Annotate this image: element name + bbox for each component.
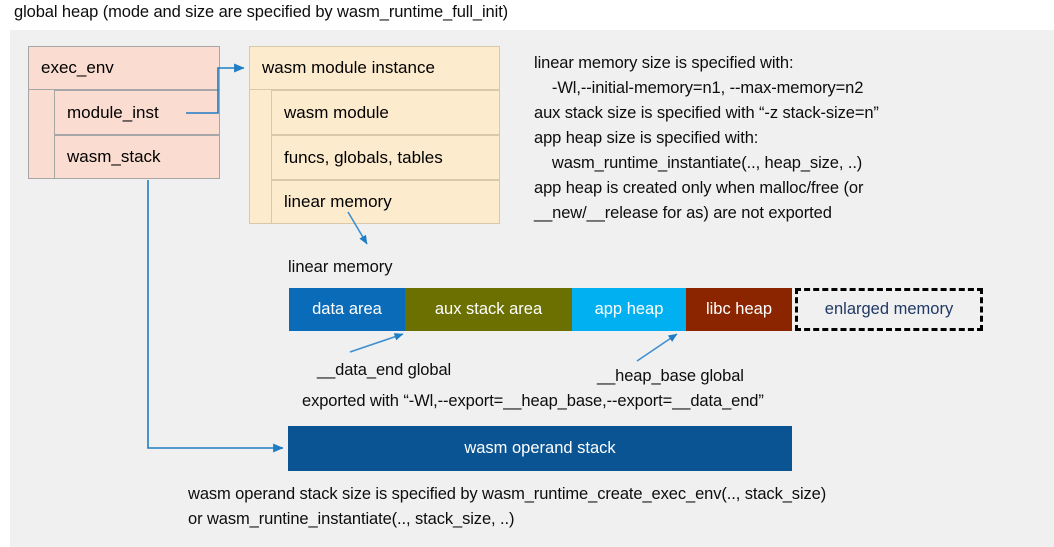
wasm-operand-stack-box: wasm operand stack [288,426,792,471]
wmi-row-wasm-module: wasm module [271,90,500,135]
wasm-operand-stack-label: wasm operand stack [464,439,616,457]
memory-config-note: linear memory size is specified with: -W… [534,54,879,222]
module-inst-label: module_inst [67,102,159,122]
exec-env-row-module-inst: module_inst [54,90,220,135]
page-title: global heap (mode and size are specified… [14,3,509,21]
segment-app-heap-label: app heap [594,300,664,318]
operand-stack-note: wasm operand stack size is specified by … [188,485,827,528]
segment-aux-stack-area: aux stack area [405,288,572,331]
segment-enlarged-memory-label: enlarged memory [824,300,954,318]
segment-aux-stack-area-label: aux stack area [434,300,543,318]
exec-env-header-label: exec_env [41,58,114,77]
wasm-module-instance-header: wasm module instance [249,46,500,90]
linear-memory-bar-label: linear memory [288,258,393,276]
exec-env-row-wasm-stack: wasm_stack [54,135,220,179]
linear-memory-bar: data area aux stack area app heap libc h… [289,288,983,331]
wasm-module-instance-header-label: wasm module instance [262,58,435,77]
segment-libc-heap-label: libc heap [705,300,773,318]
wasm-module-label: wasm module [284,102,389,122]
linear-memory-row-label: linear memory [284,192,392,211]
funcs-globals-tables-label: funcs, globals, tables [284,147,443,167]
wmi-row-funcs-globals-tables: funcs, globals, tables [271,135,500,180]
wmi-row-linear-memory: linear memory [271,180,500,224]
segment-app-heap: app heap [572,288,686,331]
wasm-stack-label: wasm_stack [67,147,161,166]
segment-data-area: data area [289,288,405,331]
segment-libc-heap: libc heap [686,288,792,331]
exported-with-annotation: exported with “-Wl,--export=__heap_base,… [302,392,764,410]
data-end-annotation: __data_end global [317,361,452,379]
segment-data-area-label: data area [312,300,382,318]
exec-env-header: exec_env [28,46,220,90]
segment-enlarged-memory: enlarged memory [795,288,983,331]
heap-base-annotation: __heap_base global [597,367,744,385]
